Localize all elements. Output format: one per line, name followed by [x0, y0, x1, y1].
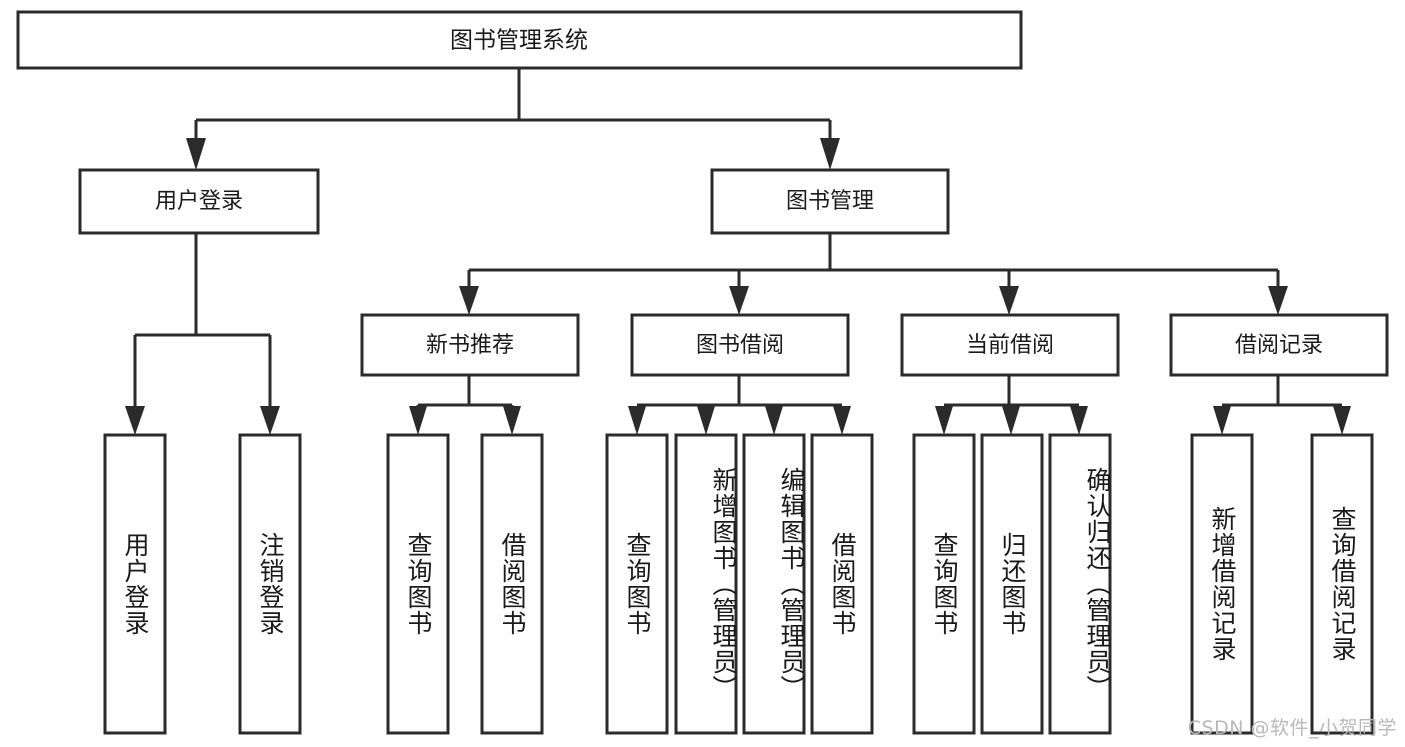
- node-user-login-box[interactable]: [78, 168, 320, 235]
- leaf-borrow-book-1-box[interactable]: [480, 433, 544, 735]
- arrow-head-leaf-confirm-return: [1070, 406, 1088, 435]
- leaf-box-group: [103, 433, 1374, 735]
- arrow-head-leaf-query-book-1: [409, 406, 427, 435]
- connector-group-root: [186, 68, 840, 170]
- connector-group-borrow-record: [1213, 375, 1351, 435]
- connector-group-book-manage: [459, 233, 1288, 315]
- leaf-user-login-box[interactable]: [103, 433, 167, 735]
- node-book-manage[interactable]: 图书管理: [710, 168, 950, 235]
- leaf-user-logout-box[interactable]: [238, 433, 302, 735]
- leaf-add-record-box[interactable]: [1190, 433, 1254, 735]
- node-book-borrow-label: 图书借阅: [696, 333, 784, 358]
- arrow-head-current-borrow: [999, 286, 1019, 315]
- node-current-borrow-box[interactable]: [900, 313, 1120, 377]
- node-user-login-label: 用户登录: [155, 189, 243, 214]
- connector-group-new-book-recommend: [409, 375, 521, 435]
- node-new-book-recommend-box[interactable]: [360, 313, 580, 377]
- connector-group-current-borrow: [935, 375, 1088, 435]
- arrow-head-leaf-user-logout: [260, 406, 280, 435]
- arrow-head-leaf-return-book: [1002, 406, 1020, 435]
- arrow-head-leaf-query-book-2: [628, 406, 646, 435]
- leaf-query-book-1-box[interactable]: [386, 433, 450, 735]
- leaf-borrow-book-2-box[interactable]: [810, 433, 874, 735]
- arrow-head-book-borrow: [729, 286, 749, 315]
- node-book-borrow[interactable]: 图书借阅: [630, 313, 850, 377]
- node-new-book-recommend-label: 新书推荐: [426, 333, 514, 358]
- node-new-book-recommend[interactable]: 新书推荐: [360, 313, 580, 377]
- leaf-confirm-return-box[interactable]: [1048, 433, 1112, 735]
- arrow-head-leaf-borrow-book-2: [833, 406, 851, 435]
- leaf-edit-book-box[interactable]: [742, 433, 806, 735]
- leaf-query-record-box[interactable]: [1310, 433, 1374, 735]
- arrow-head-leaf-add-book: [697, 406, 715, 435]
- leaf-add-book-box[interactable]: [674, 433, 738, 735]
- node-current-borrow[interactable]: 当前借阅: [900, 313, 1120, 377]
- leaf-query-book-2-box[interactable]: [605, 433, 669, 735]
- node-root-box[interactable]: [16, 10, 1023, 70]
- arrow-head-borrow-record: [1268, 286, 1288, 315]
- node-user-login[interactable]: 用户登录: [78, 168, 320, 235]
- connector-group-book-borrow: [628, 375, 851, 435]
- node-current-borrow-label: 当前借阅: [966, 333, 1054, 358]
- csdn-watermark: CSDN @软件_小贺同学: [1187, 717, 1397, 739]
- arrow-head-leaf-query-book-3: [935, 406, 953, 435]
- arrow-head-new-book-recommend: [459, 286, 479, 315]
- node-book-manage-label: 图书管理: [786, 189, 874, 214]
- arrow-head-leaf-borrow-book-1: [503, 406, 521, 435]
- node-root-label: 图书管理系统: [450, 28, 588, 54]
- connector-group-user-login: [125, 233, 280, 435]
- arrow-head-leaf-edit-book: [765, 406, 783, 435]
- arrow-head-book-manage: [820, 138, 840, 170]
- arrow-head-user-login: [186, 138, 206, 170]
- node-borrow-record-box[interactable]: [1169, 313, 1389, 377]
- arrow-head-leaf-add-record: [1213, 406, 1231, 435]
- arrow-head-leaf-query-record: [1333, 406, 1351, 435]
- arrow-head-leaf-user-login: [125, 406, 145, 435]
- node-book-borrow-box[interactable]: [630, 313, 850, 377]
- node-book-manage-box[interactable]: [710, 168, 950, 235]
- node-borrow-record[interactable]: 借阅记录: [1169, 313, 1389, 377]
- leaf-return-book-box[interactable]: [980, 433, 1044, 735]
- node-root[interactable]: 图书管理系统: [16, 10, 1023, 70]
- leaf-query-book-3-box[interactable]: [912, 433, 976, 735]
- node-borrow-record-label: 借阅记录: [1235, 333, 1323, 358]
